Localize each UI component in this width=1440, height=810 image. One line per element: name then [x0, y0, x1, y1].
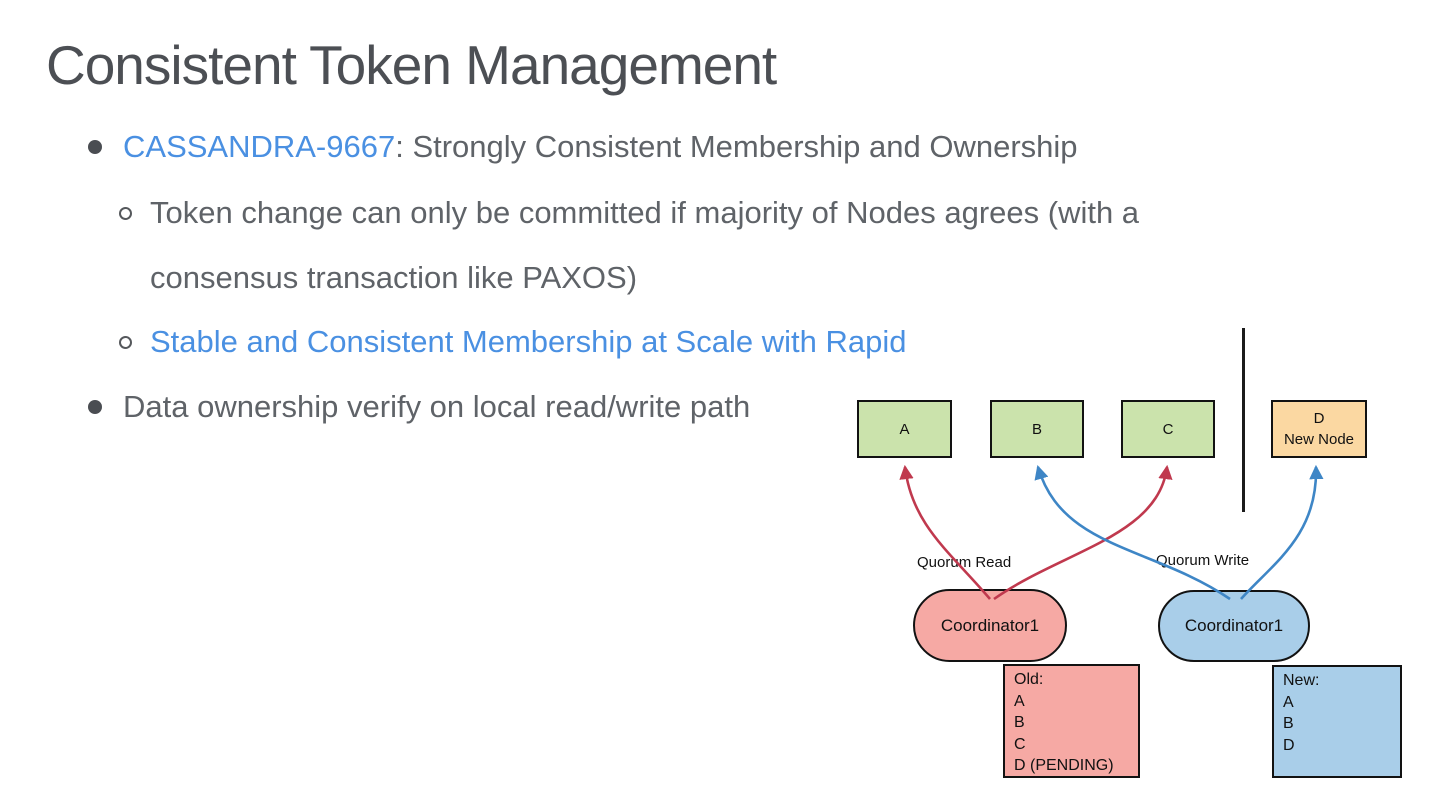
bullet-circle-icon [119, 335, 132, 349]
old-list-line: D (PENDING) [1014, 757, 1114, 774]
node-a-box: A [857, 400, 952, 458]
bullet-data-ownership: Data ownership verify on local read/writ… [88, 388, 750, 426]
old-list-line: B [1014, 714, 1025, 731]
read-coordinator-label: Coordinator1 [940, 615, 1040, 635]
node-c-box: C [1121, 400, 1215, 458]
old-list-line: A [1014, 692, 1025, 710]
subbullet-token-change-continuation: consensus transaction like PAXOS) [150, 259, 637, 297]
node-d-new-node-box: D New Node [1271, 400, 1367, 458]
new-list-line: A [1283, 693, 1294, 711]
old-membership-box: Old: A B C D (PENDING) [1003, 664, 1140, 778]
write-coordinator-label: Coordinator1 [1184, 616, 1284, 635]
node-d-sublabel: New Node [1283, 431, 1355, 448]
new-list-line: D [1283, 736, 1295, 754]
bullet-2-text: Data ownership verify on local read/writ… [123, 389, 751, 424]
new-membership-box: New: A B D [1272, 665, 1402, 778]
subbullet-token-change: Token change can only be committed if ma… [119, 194, 1139, 232]
bullet-dot-icon [88, 400, 102, 414]
subbullet-1-line-1: Token change can only be committed if ma… [150, 195, 1140, 230]
bullet-1-rest: : Strongly Consistent Membership and Own… [395, 129, 1078, 164]
cassandra-9667-link[interactable]: CASSANDRA-9667 [123, 129, 396, 164]
node-b-box: B [990, 400, 1084, 458]
quorum-read-label: Quorum Read [917, 554, 1012, 571]
subbullet-stable-membership: Stable and Consistent Membership at Scal… [119, 323, 906, 361]
bullet-1-text: CASSANDRA-9667: Strongly Consistent Memb… [123, 129, 1078, 165]
bullet-dot-icon [88, 140, 102, 154]
new-list-line: B [1283, 715, 1294, 732]
write-coordinator: Coordinator1 [1158, 590, 1310, 662]
new-list-line: New: [1283, 672, 1320, 689]
read-coordinator: Coordinator1 [913, 589, 1067, 662]
node-b-label: B [1031, 420, 1042, 438]
old-list-line: Old: [1014, 671, 1044, 688]
page-title: Consistent Token Management [46, 34, 777, 96]
quorum-read-arrow-to-c [993, 464, 1173, 601]
node-a-label: A [899, 420, 910, 438]
quorum-write-arrow-to-b [1034, 464, 1231, 601]
quorum-write-arrow-to-d [1240, 464, 1324, 600]
old-list-line: C [1014, 735, 1026, 753]
bullet-circle-icon [119, 206, 132, 220]
subbullet-2-text: Stable and Consistent Membership at Scal… [150, 324, 907, 359]
node-c-label: C [1162, 420, 1174, 438]
node-d-label: D [1313, 410, 1325, 427]
quorum-write-label: Quorum Write [1156, 552, 1250, 569]
quorum-read-arrow-to-a [899, 464, 991, 600]
bullet-cassandra-9667: CASSANDRA-9667: Strongly Consistent Memb… [88, 128, 1078, 166]
subbullet-1-line-2: consensus transaction like PAXOS) [150, 260, 638, 295]
